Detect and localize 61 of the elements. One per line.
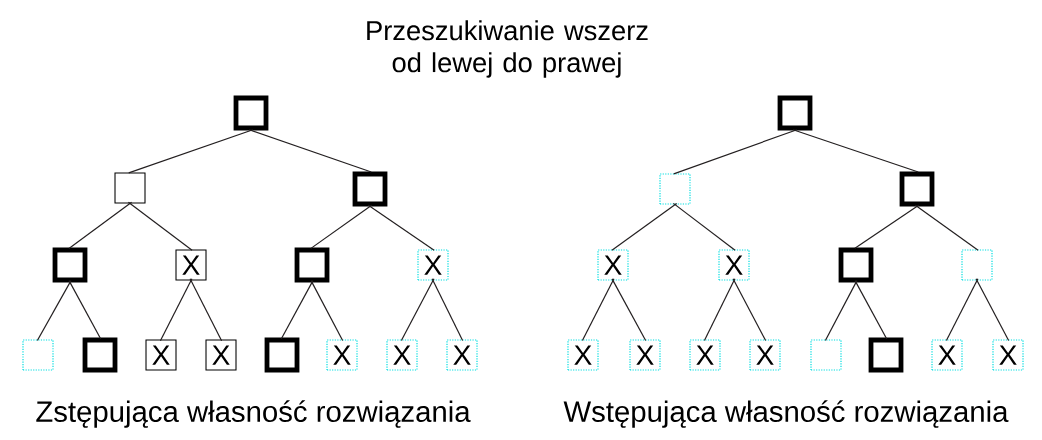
tree-edge [914, 204, 979, 251]
x-marked-box: X [446, 339, 478, 371]
tree-edge [945, 278, 979, 342]
tree-edge [367, 204, 435, 251]
tree-edge [611, 202, 678, 251]
tree-edge [611, 278, 647, 342]
x-marked-box: X [175, 249, 207, 281]
tree-edge [159, 278, 193, 342]
x-marked-box: X [629, 339, 661, 371]
tree-edge [581, 278, 615, 342]
tree-edge [68, 280, 102, 340]
tree-edge [248, 129, 372, 173]
tree-edge [310, 204, 373, 249]
tree-edge [792, 129, 919, 173]
x-marked-box: X [386, 339, 418, 371]
tree-edge [673, 129, 798, 175]
x-marked-box: X [689, 339, 721, 371]
empty-box [352, 171, 388, 207]
tree-edge [854, 204, 920, 249]
tree-edge [128, 129, 254, 174]
empty-box [233, 95, 269, 131]
empty-box [838, 247, 874, 283]
tree-edge [672, 202, 736, 251]
x-marked-box: X [749, 339, 781, 371]
x-marked-box: X [417, 249, 449, 281]
empty-box [899, 171, 935, 207]
x-marked-box: X [326, 339, 358, 371]
x-marked-box: X [597, 249, 629, 281]
x-marked-box: X [145, 339, 177, 371]
tree-edge [280, 280, 314, 340]
empty-box [22, 339, 54, 371]
tree-edge [824, 280, 858, 342]
tree-edge [431, 278, 464, 342]
tree-edge [310, 280, 344, 342]
empty-box [777, 95, 813, 131]
empty-box [659, 173, 691, 205]
tree-edge [36, 280, 72, 342]
tree-caption: Wstępująca własność rozwiązania [563, 400, 1009, 428]
tree-edge [703, 278, 736, 342]
tree-edge [68, 201, 133, 249]
tree-edge [400, 278, 435, 342]
tree-caption: Zstępująca własność rozwiązania [36, 400, 471, 428]
tree-edge [732, 278, 767, 342]
empty-box [810, 339, 842, 371]
x-marked-box: X [567, 339, 599, 371]
x-marked-box: X [992, 339, 1024, 371]
x-marked-box: X [205, 339, 237, 371]
title: Przeszukiwanie wszerz od lewej do prawej [367, 20, 648, 78]
empty-box [82, 337, 118, 373]
empty-box [294, 247, 330, 283]
empty-box [114, 172, 146, 204]
empty-box [52, 247, 88, 283]
empty-box [961, 249, 993, 281]
tree-edge [189, 278, 223, 342]
tree-edge [127, 201, 193, 251]
x-marked-box: X [718, 249, 750, 281]
x-marked-box: X [931, 339, 963, 371]
empty-box [868, 337, 904, 373]
empty-box [264, 337, 300, 373]
tree-edge [975, 278, 1010, 342]
tree-edge [854, 280, 888, 340]
